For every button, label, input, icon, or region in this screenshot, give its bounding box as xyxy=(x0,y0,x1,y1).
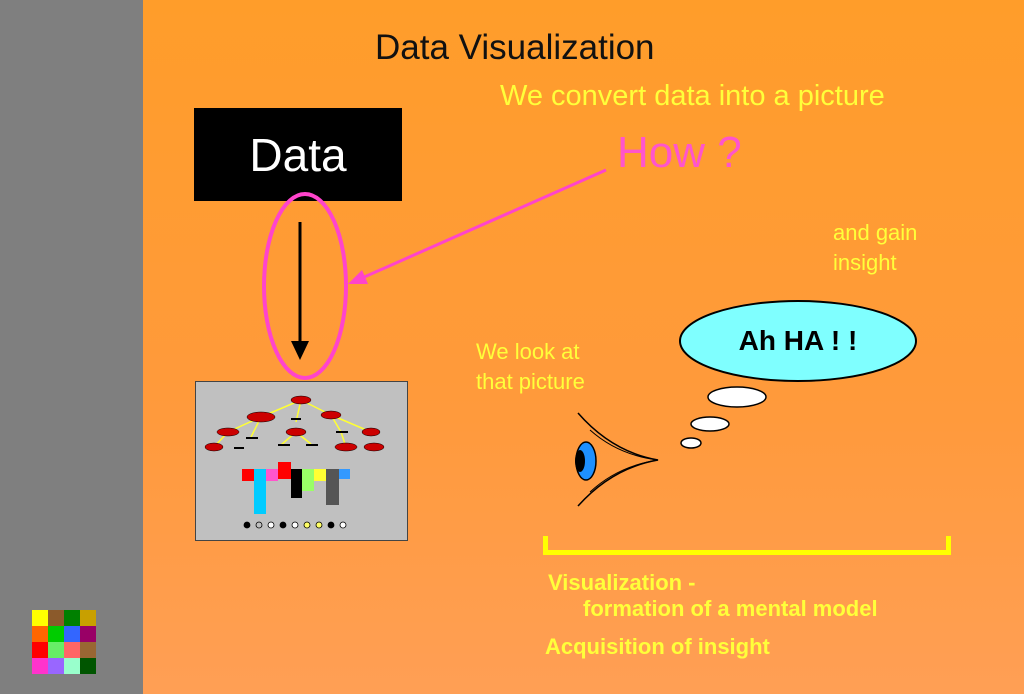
palette-swatch xyxy=(80,658,96,674)
focus-ellipse xyxy=(262,192,348,380)
thought-bubble-icon xyxy=(679,300,917,449)
bar xyxy=(326,469,339,505)
palette-swatch xyxy=(48,610,64,626)
palette-swatch xyxy=(32,626,48,642)
palette-swatch xyxy=(64,642,80,658)
eye-icon xyxy=(575,412,659,507)
data-box: Data xyxy=(194,108,402,201)
dot-row xyxy=(243,521,347,529)
gain-insight-note: and gain insight xyxy=(833,220,918,275)
pointer-arrow xyxy=(348,168,607,284)
bar xyxy=(291,469,302,498)
palette-swatch xyxy=(80,626,96,642)
palette-swatch xyxy=(32,610,48,626)
subtitle: We convert data into a picture xyxy=(500,80,885,112)
palette-swatch xyxy=(32,642,48,658)
bar xyxy=(242,469,254,481)
thought-bubble-text: Ah HA ! ! xyxy=(738,325,858,356)
palette-swatch xyxy=(48,658,64,674)
data-box-label: Data xyxy=(249,128,347,181)
bar xyxy=(314,469,326,481)
bar xyxy=(302,469,314,491)
palette-swatch xyxy=(64,658,80,674)
tree-diagram-icon xyxy=(204,395,385,529)
look-at-picture-note: We look at that picture xyxy=(476,339,585,394)
palette-swatch xyxy=(64,626,80,642)
slide-title: Data Visualization xyxy=(375,28,655,67)
bar-group xyxy=(242,462,350,514)
caption-insight: Acquisition of insight xyxy=(545,634,770,659)
bar xyxy=(339,469,350,479)
caption-visualization: Visualization - xyxy=(548,570,696,595)
palette-swatch xyxy=(32,658,48,674)
down-arrow-icon xyxy=(291,222,309,360)
palette-swatch xyxy=(48,642,64,658)
how-question: How ? xyxy=(617,128,742,177)
palette-swatch xyxy=(48,626,64,642)
bar xyxy=(266,469,278,481)
sidebar-strip xyxy=(0,0,143,694)
palette-swatch xyxy=(64,610,80,626)
palette-swatch xyxy=(80,642,96,658)
bar xyxy=(254,469,266,514)
timeline-bracket xyxy=(543,536,951,555)
visualization-picture xyxy=(195,381,408,541)
color-palette xyxy=(32,610,96,674)
caption-mental-model: formation of a mental model xyxy=(583,596,878,621)
bar xyxy=(278,462,291,479)
palette-swatch xyxy=(80,610,96,626)
